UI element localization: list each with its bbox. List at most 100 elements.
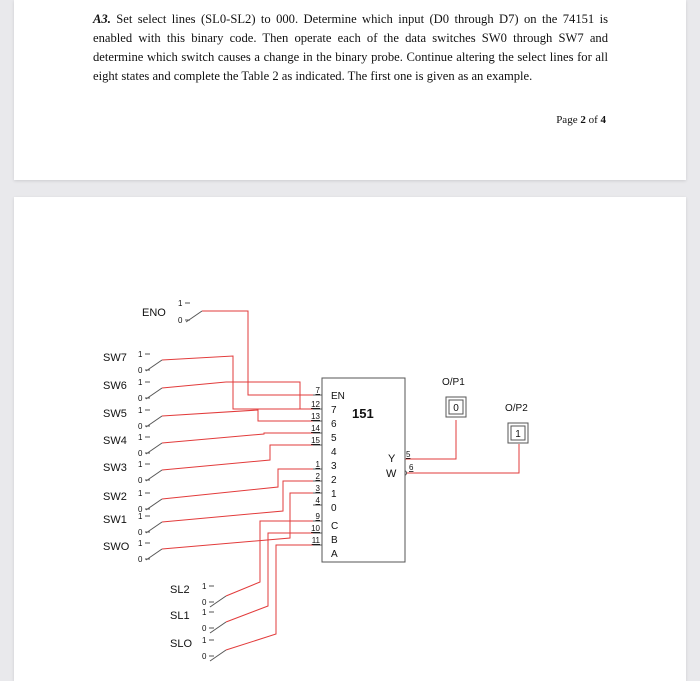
switch-2-blade bbox=[145, 498, 163, 511]
chip-pin-number: 12 bbox=[311, 400, 320, 409]
chip-label: 151 bbox=[352, 406, 374, 421]
switch-0-label: SWO bbox=[103, 541, 130, 553]
output-y-pin: 5 bbox=[406, 450, 411, 459]
page-number: Page 2 of 4 bbox=[556, 114, 606, 126]
switch-4-low-mark: 0 bbox=[138, 449, 143, 458]
chip-input-name: 1 bbox=[331, 489, 337, 500]
select-1-low-mark: 0 bbox=[202, 624, 207, 633]
chip-body bbox=[321, 377, 406, 563]
switch-4-high-mark: 1 bbox=[138, 433, 143, 442]
output-w-wire bbox=[406, 444, 520, 474]
question-paragraph: A3. Set select lines (SL0-SL2) to 000. D… bbox=[93, 10, 608, 86]
switch-7-high-mark: 1 bbox=[138, 350, 143, 359]
output-w-label: W bbox=[386, 468, 397, 480]
chip-input-name: B bbox=[331, 535, 338, 546]
question-text: Set select lines (SL0-SL2) to 000. Deter… bbox=[93, 12, 608, 83]
chip-input-name: A bbox=[331, 549, 338, 560]
switch-6-bus bbox=[226, 381, 301, 409]
switch-1-blade bbox=[145, 521, 163, 534]
switch-2-high-mark: 1 bbox=[138, 489, 143, 498]
chip-input-name: 5 bbox=[331, 433, 337, 444]
chip-pin-number: 13 bbox=[311, 412, 320, 421]
switch-0-blade bbox=[145, 548, 163, 561]
chip-input-name: 4 bbox=[331, 447, 337, 458]
question-card: A3. Set select lines (SL0-SL2) to 000. D… bbox=[14, 0, 686, 180]
select-1-label: SL1 bbox=[170, 610, 190, 622]
select-2-low-mark: 0 bbox=[202, 598, 207, 607]
select-0-high-mark: 1 bbox=[202, 636, 207, 645]
switch-3-wire bbox=[161, 444, 313, 471]
chip-pin-number: 7 bbox=[316, 386, 321, 395]
switch-4-blade bbox=[145, 442, 163, 455]
switch-6-high-mark: 1 bbox=[138, 378, 143, 387]
switch-5-low-mark: 0 bbox=[138, 422, 143, 431]
switch-5-label: SW5 bbox=[103, 408, 127, 420]
select-2-wire bbox=[225, 520, 313, 597]
switch-0-wire bbox=[161, 492, 313, 550]
question-label: A3. bbox=[93, 12, 111, 26]
select-2-blade bbox=[209, 595, 227, 608]
probe-2-window bbox=[510, 425, 526, 441]
switch-0-low-mark: 0 bbox=[138, 555, 143, 564]
select-2-high-mark: 1 bbox=[202, 582, 207, 591]
chip-pin-number: 9 bbox=[316, 512, 321, 521]
chip-pin-number: 3 bbox=[316, 484, 321, 493]
chip-input-name: 0 bbox=[331, 503, 337, 514]
chip-pin-number: 11 bbox=[312, 536, 321, 545]
select-1-high-mark: 1 bbox=[202, 608, 207, 617]
eno-switch-label: ENO bbox=[142, 307, 166, 319]
switch-3-label: SW3 bbox=[103, 462, 127, 474]
probe-1-label: O/P1 bbox=[442, 377, 465, 388]
switch-6-low-mark: 0 bbox=[138, 394, 143, 403]
switch-1-wire bbox=[161, 480, 313, 523]
switch-1-high-mark: 1 bbox=[138, 512, 143, 521]
switch-6-wire bbox=[161, 381, 227, 389]
wire-layer bbox=[161, 310, 520, 651]
chip-input-name: C bbox=[331, 521, 338, 532]
chip-pin-number: 2 bbox=[316, 472, 321, 481]
chip-pin-number: 14 bbox=[311, 424, 320, 433]
chip-pin-number: 4 bbox=[316, 496, 321, 505]
output-y-wire bbox=[405, 420, 457, 460]
switch-5-high-mark: 1 bbox=[138, 406, 143, 415]
probe-2-label: O/P2 bbox=[505, 403, 528, 414]
switch-1-low-mark: 0 bbox=[138, 528, 143, 537]
chip-pin-number: 15 bbox=[311, 436, 320, 445]
output-w-pin: 6 bbox=[409, 463, 414, 472]
select-0-low-mark: 0 bbox=[202, 652, 207, 661]
chip-74151: 151 bbox=[321, 377, 406, 563]
eno-switch-high-mark: 1 bbox=[178, 299, 183, 308]
chip-pin-number: 10 bbox=[311, 524, 320, 533]
chip-input-name: 7 bbox=[331, 405, 337, 416]
select-0-label: SLO bbox=[170, 638, 192, 650]
switch-6-label: SW6 bbox=[103, 380, 127, 392]
select-1-blade bbox=[209, 621, 227, 634]
switch-3-low-mark: 0 bbox=[138, 476, 143, 485]
chip-input-name: 6 bbox=[331, 419, 337, 430]
select-1-wire bbox=[225, 532, 313, 623]
select-0-wire bbox=[225, 544, 313, 651]
switch-2-wire bbox=[161, 468, 313, 500]
switch-0-high-mark: 1 bbox=[138, 539, 143, 548]
eno-switch-low-mark: 0 bbox=[178, 316, 183, 325]
switch-5-wire bbox=[161, 409, 313, 422]
eno-wire bbox=[202, 310, 313, 396]
switch-7-blade bbox=[145, 359, 163, 372]
switch-2-low-mark: 0 bbox=[138, 505, 143, 514]
switch-3-high-mark: 1 bbox=[138, 460, 143, 469]
chip-input-name: EN bbox=[331, 391, 345, 402]
eno-switch-blade bbox=[185, 310, 203, 323]
chip-pin-number: 1 bbox=[316, 460, 321, 469]
switch-6-blade bbox=[145, 387, 163, 400]
select-2-label: SL2 bbox=[170, 584, 190, 596]
switch-2-label: SW2 bbox=[103, 491, 127, 503]
switch-3-blade bbox=[145, 469, 163, 482]
probe-1-window bbox=[448, 399, 464, 415]
select-0-blade bbox=[209, 649, 227, 662]
chip-input-name: 2 bbox=[331, 475, 337, 486]
switch-5-blade bbox=[145, 415, 163, 428]
switch-4-wire bbox=[161, 432, 313, 444]
output-y-label: Y bbox=[388, 453, 396, 465]
